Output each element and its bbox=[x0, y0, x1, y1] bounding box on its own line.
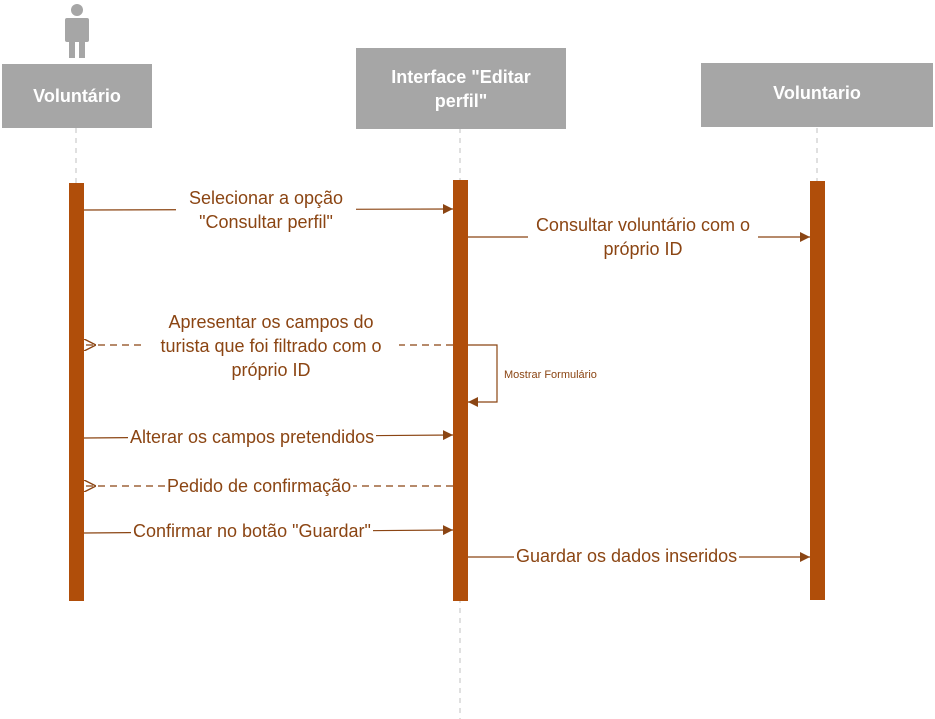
lifeline-header-voluntario: Voluntário bbox=[2, 64, 152, 128]
lifeline-header-interface: Interface "Editar perfil" bbox=[356, 48, 566, 129]
message-label: Confirmar no botão "Guardar" bbox=[131, 519, 373, 543]
message-label: Pedido de confirmação bbox=[165, 474, 354, 498]
message-label: Alterar os campos pretendidos bbox=[128, 425, 377, 449]
message-label: Apresentar os campos do turista que foi … bbox=[143, 310, 399, 382]
self-message-label: Mostrar Formulário bbox=[504, 369, 597, 381]
lifeline-label: Voluntário bbox=[33, 86, 121, 106]
message-label: Guardar os dados inseridos bbox=[514, 544, 740, 568]
lifeline-label: Interface "Editar perfil" bbox=[391, 66, 531, 111]
message-label: Selecionar a opção "Consultar perfil" bbox=[176, 186, 356, 234]
activation-bar-voluntario bbox=[69, 183, 84, 601]
message-label: Consultar voluntário com o próprio ID bbox=[528, 213, 758, 261]
lifeline-label: Voluntario bbox=[773, 83, 861, 103]
activation-bar-voluntario-right bbox=[810, 181, 825, 600]
lifeline-header-voluntario-right: Voluntario bbox=[701, 63, 933, 127]
person-icon bbox=[65, 4, 89, 58]
activation-bar-interface bbox=[453, 180, 468, 601]
self-message-arrow bbox=[468, 344, 498, 407]
